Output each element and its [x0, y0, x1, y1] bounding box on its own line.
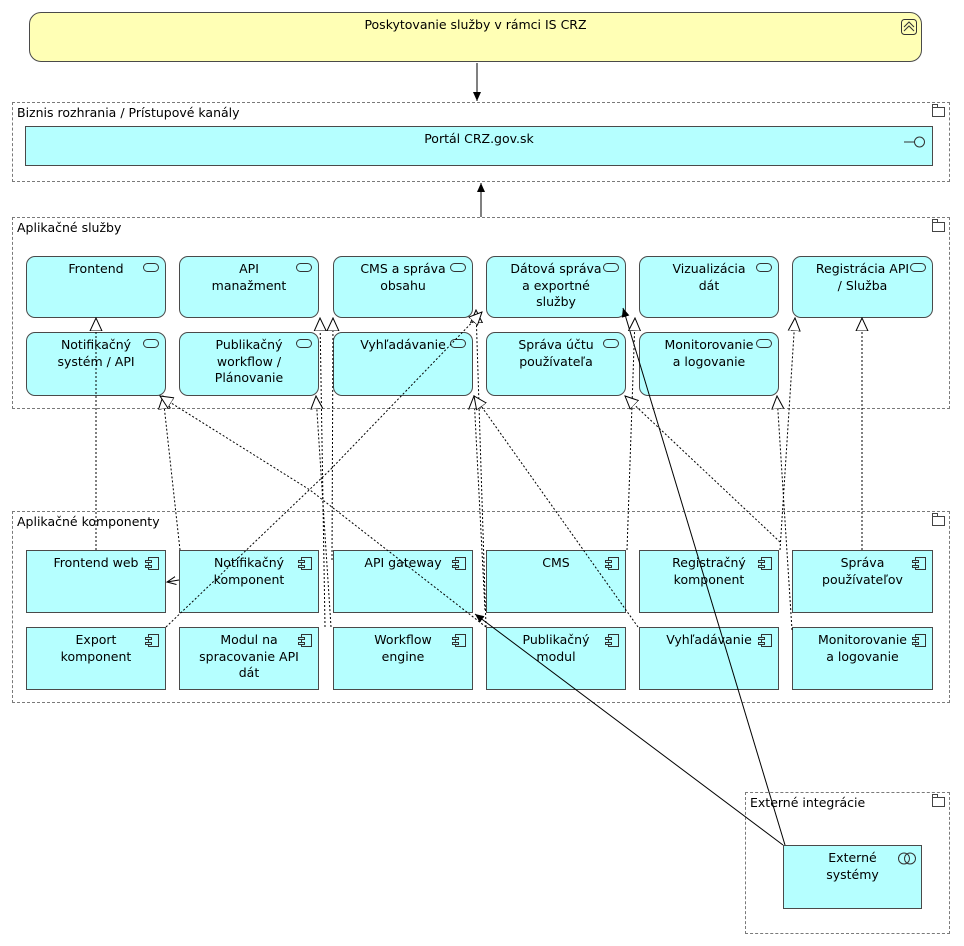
application-component-icon [452, 557, 466, 570]
component-search[interactable]: Vyhľadávanie [639, 627, 779, 690]
application-service-icon [603, 339, 619, 348]
application-service-icon [450, 263, 466, 272]
application-service-icon [143, 339, 159, 348]
application-service-icon [450, 339, 466, 348]
interface-icon [904, 136, 925, 148]
application-component-icon [298, 634, 312, 647]
service-notification[interactable]: Notifikačný systém / API [26, 332, 166, 396]
component-label: Modul na spracovanie API dát [199, 632, 299, 680]
application-component-icon [605, 634, 619, 647]
component-label: Monitorovanie a logovanie [817, 632, 908, 664]
component-api-data-module[interactable]: Modul na spracovanie API dát [179, 627, 319, 690]
component-workflow-engine[interactable]: Workflow engine [333, 627, 473, 690]
business-service-box[interactable]: Poskytovanie služby v rámci IS CRZ [29, 12, 922, 62]
component-notification[interactable]: Notifikačný komponent [179, 550, 319, 613]
application-component-icon [145, 634, 159, 647]
interface-label: Portál CRZ.gov.sk [424, 131, 534, 146]
application-service-icon [143, 263, 159, 272]
service-search[interactable]: Vyhľadávanie [333, 332, 473, 396]
application-component-icon [758, 557, 772, 570]
service-monitoring[interactable]: Monitorovanie a logovanie [639, 332, 779, 396]
application-component-icon [298, 557, 312, 570]
service-data-export[interactable]: Dátová správa a exportné služby [486, 256, 626, 318]
component-monitoring[interactable]: Monitorovanie a logovanie [792, 627, 933, 690]
application-component-icon [912, 634, 926, 647]
service-cms[interactable]: CMS a správa obsahu [333, 256, 473, 318]
component-label: Export komponent [60, 632, 132, 664]
application-service-icon [296, 339, 312, 348]
folder-icon [932, 104, 945, 117]
folder-icon [932, 794, 945, 807]
component-label: Správa používateľov [822, 555, 903, 587]
external-label: Externé systémy [826, 850, 879, 882]
component-frontend-web[interactable]: Frontend web [26, 550, 166, 613]
business-service-icon [901, 19, 917, 35]
application-component-icon [758, 634, 772, 647]
component-publishing-module[interactable]: Publikačný modul [486, 627, 626, 690]
external-systems-box[interactable]: Externé systémy [783, 845, 922, 909]
group-label: Aplikačné komponenty [17, 514, 160, 529]
component-cms[interactable]: CMS [486, 550, 626, 613]
interface-portal-box[interactable]: Portál CRZ.gov.sk [25, 126, 933, 166]
service-label: Dátová správa a exportné služby [510, 261, 602, 309]
application-component-icon [605, 557, 619, 570]
application-collaboration-icon [898, 852, 916, 865]
component-export[interactable]: Export komponent [26, 627, 166, 690]
folder-icon [932, 219, 945, 232]
business-service-label: Poskytovanie služby v rámci IS CRZ [364, 17, 587, 32]
group-business-interfaces: Biznis rozhrania / Prístupové kanály [12, 102, 950, 182]
service-label: CMS a správa obsahu [360, 261, 446, 293]
component-label: Vyhľadávanie [666, 632, 752, 647]
application-component-icon [912, 557, 926, 570]
component-registration[interactable]: Registračný komponent [639, 550, 779, 613]
service-frontend[interactable]: Frontend [26, 256, 166, 318]
service-user-account[interactable]: Správa účtu používateľa [486, 332, 626, 396]
group-label: Externé integrácie [750, 795, 866, 810]
application-service-icon [756, 263, 772, 272]
service-visualization[interactable]: Vizualizácia dát [639, 256, 779, 318]
component-label: Workflow engine [374, 632, 432, 664]
application-service-icon [910, 263, 926, 272]
application-component-icon [145, 557, 159, 570]
service-label: Správa účtu používateľa [518, 337, 594, 369]
service-label: Notifikačný systém / API [57, 337, 135, 369]
group-label: Biznis rozhrania / Prístupové kanály [17, 105, 240, 120]
application-service-icon [603, 263, 619, 272]
application-component-icon [452, 634, 466, 647]
application-service-icon [756, 339, 772, 348]
service-label: Frontend [68, 261, 124, 276]
component-api-gateway[interactable]: API gateway [333, 550, 473, 613]
group-label: Aplikačné služby [17, 220, 122, 235]
folder-icon [932, 513, 945, 526]
service-label: Registrácia API / Služba [815, 261, 910, 293]
service-publishing-workflow[interactable]: Publikačný workflow / Plánovanie [179, 332, 319, 396]
service-api-management[interactable]: API manažment [179, 256, 319, 318]
component-user-management[interactable]: Správa používateľov [792, 550, 933, 613]
component-label: Frontend web [53, 555, 139, 570]
component-label: CMS [542, 555, 570, 570]
service-label: Vizualizácia dát [672, 261, 746, 293]
service-label: API manažment [211, 261, 287, 293]
application-service-icon [296, 263, 312, 272]
service-api-registration[interactable]: Registrácia API / Služba [792, 256, 933, 318]
component-label: API gateway [364, 555, 442, 570]
